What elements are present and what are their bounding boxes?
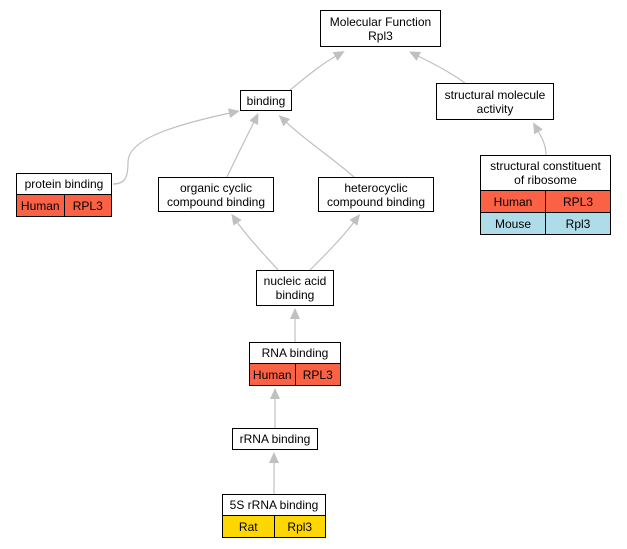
node-rna-binding-label: RNA binding	[261, 346, 329, 360]
node-protein-binding-label: protein binding	[24, 177, 104, 191]
node-rrna-binding[interactable]: rRNA binding	[232, 428, 318, 450]
node-heterocyclic-line1: heterocyclic	[344, 180, 408, 195]
node-structural-molecule-activity-line1: structural molecule	[444, 87, 546, 102]
node-structural-constituent-line2: of ribosome	[514, 173, 577, 187]
node-molecular-function[interactable]: Molecular Function Rpl3	[320, 10, 441, 47]
node-rrna-binding-label: rRNA binding	[239, 432, 311, 446]
rna-binding-annotation-human: Human RPL3	[249, 364, 341, 386]
node-organic-cyclic-line2: compound binding	[166, 194, 266, 209]
node-structural-constituent-line1: structural constituent	[490, 159, 601, 173]
annotation-species: Human	[20, 198, 60, 213]
annotation-gene: RPL3	[294, 364, 341, 385]
edge-structural-activity-to-molecular-function	[409, 51, 466, 84]
node-nucleic-acid-binding[interactable]: nucleic acid binding	[256, 270, 334, 306]
node-binding[interactable]: binding	[240, 90, 292, 111]
edge-heterocyclic-to-binding	[278, 115, 355, 178]
node-rna-binding[interactable]: RNA binding	[249, 342, 341, 364]
node-heterocyclic-line2: compound binding	[326, 194, 426, 209]
annotation-species: Human	[493, 194, 533, 209]
node-heterocyclic-compound-binding[interactable]: heterocyclic compound binding	[318, 177, 434, 212]
edge-structural-constituent-to-structural-activity	[533, 122, 547, 156]
annotation-gene: RPL3	[545, 191, 610, 212]
node-5s-rrna-binding[interactable]: 5S rRNA binding	[222, 494, 326, 516]
node-structural-molecule-activity[interactable]: structural molecule activity	[436, 83, 554, 120]
annotation-gene: Rpl3	[273, 516, 326, 537]
edge-nucleic-acid-to-heterocyclic	[309, 214, 361, 271]
annotation-species: Rat	[238, 519, 258, 534]
annotation-gene: RPL3	[63, 195, 112, 216]
edge-nucleic-acid-to-organic-cyclic	[231, 213, 279, 271]
node-structural-constituent-of-ribosome[interactable]: structural constituent of ribosome	[480, 155, 611, 191]
node-molecular-function-line2: Rpl3	[368, 28, 393, 43]
node-5s-rrna-binding-label: 5S rRNA binding	[229, 498, 319, 512]
annotation-species: Human	[252, 367, 292, 382]
edge-organic-cyclic-to-binding	[226, 113, 259, 178]
node-nucleic-acid-line2: binding	[275, 288, 315, 302]
node-organic-cyclic-compound-binding[interactable]: organic cyclic compound binding	[158, 177, 274, 212]
annotation-gene: Rpl3	[545, 213, 610, 234]
5s-rrna-binding-annotation-rat: Rat Rpl3	[222, 516, 326, 538]
node-organic-cyclic-line1: organic cyclic	[179, 180, 252, 195]
edge-binding-to-molecular-function	[289, 51, 345, 91]
node-binding-label: binding	[246, 93, 286, 108]
structural-constituent-annotation-mouse: Mouse Rpl3	[480, 213, 611, 235]
edge-protein-binding-to-binding	[112, 108, 240, 185]
node-protein-binding[interactable]: protein binding	[16, 173, 112, 195]
node-structural-molecule-activity-line2: activity	[476, 101, 514, 116]
node-nucleic-acid-line1: nucleic acid	[263, 274, 327, 288]
annotation-species: Mouse	[494, 216, 532, 231]
node-molecular-function-line1: Molecular Function	[329, 14, 432, 29]
structural-constituent-annotation-human: Human RPL3	[480, 191, 611, 213]
protein-binding-annotation-human: Human RPL3	[16, 195, 112, 217]
